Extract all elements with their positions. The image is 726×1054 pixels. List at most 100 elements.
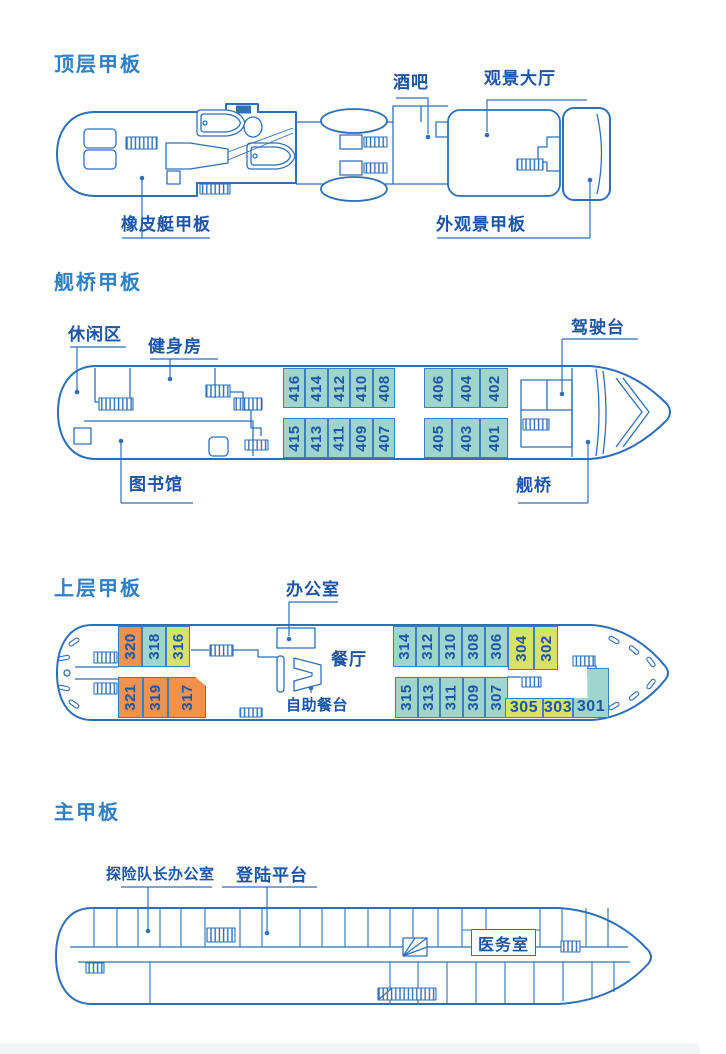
leader-dots	[74, 376, 591, 445]
main-deck-drawing	[55, 886, 652, 1005]
label-gym: 健身房	[148, 337, 202, 356]
cabin-316: 316	[166, 626, 190, 667]
leader-dots	[145, 928, 270, 936]
deck-title-bridge: 舰桥甲板	[54, 272, 142, 294]
stairs-icon	[98, 397, 134, 411]
cabin-312: 312	[416, 626, 439, 667]
cabin-411: 411	[327, 418, 351, 458]
cabin-314: 314	[393, 626, 416, 667]
stairs-icon	[93, 682, 118, 695]
bridge-deck-drawing	[57, 338, 671, 504]
stairs-icon	[244, 439, 269, 451]
spiral-stairs-icon	[402, 937, 428, 957]
cabin-416: 416	[283, 368, 306, 408]
stern-window-slits	[58, 637, 80, 709]
zodiac-boat-icon	[196, 109, 246, 137]
cabin-412: 412	[327, 368, 351, 408]
cabin-302: 302	[534, 626, 558, 670]
top-deck-drawing	[56, 97, 611, 239]
cabin-310: 310	[439, 626, 462, 667]
leader-dots	[139, 132, 593, 183]
deck-title-top: 顶层甲板	[54, 54, 142, 76]
cabin-414: 414	[305, 368, 328, 408]
label-landing-platform: 登陆平台	[236, 866, 308, 885]
label-restaurant: 餐厅	[331, 650, 367, 669]
cabin-404: 404	[452, 368, 480, 408]
leader-lines	[122, 97, 591, 239]
deck-title-upper: 上层甲板	[54, 578, 142, 600]
label-expedition-office: 探险队长办公室	[106, 866, 215, 883]
cabin-405: 405	[424, 418, 452, 458]
label-bridge: 舰桥	[516, 476, 552, 495]
stairs-icon	[206, 927, 236, 943]
cabin-415: 415	[283, 418, 306, 458]
cabin-401: 401	[480, 418, 508, 458]
bow-window-slits	[608, 635, 656, 711]
cabin-408: 408	[372, 368, 395, 408]
stairs-icon	[209, 644, 234, 657]
seat	[83, 149, 117, 170]
cabin-406: 406	[424, 368, 452, 408]
lower-room-dividers	[149, 962, 615, 1003]
leader-lines	[70, 338, 638, 504]
cabin-307: 307	[485, 677, 508, 718]
leader-lines	[121, 886, 317, 931]
label-office: 办公室	[286, 580, 340, 599]
label-zodiac-deck: 橡皮艇甲板	[121, 215, 211, 234]
label-bar: 酒吧	[393, 73, 429, 92]
page-bottom-strip	[0, 1043, 700, 1054]
cabin-318: 318	[142, 626, 166, 667]
cabin-305: 305	[505, 698, 543, 718]
label-lounge: 观景大厅	[484, 69, 556, 88]
label-library: 图书馆	[129, 475, 183, 494]
label-medical-room: 医务室	[471, 929, 536, 956]
stairs-icon	[85, 962, 105, 974]
bow-chevron	[615, 377, 643, 448]
stairs-icon	[521, 676, 542, 688]
stairs-icon	[239, 707, 263, 718]
cabin-320: 320	[118, 626, 142, 667]
cabin-409: 409	[350, 418, 373, 458]
cabin-311: 311	[440, 677, 463, 718]
cabin-319: 319	[143, 677, 168, 718]
stairs-icon	[125, 136, 158, 150]
stairs-icon	[522, 418, 550, 431]
cabin-308: 308	[462, 626, 485, 667]
label-leisure: 休闲区	[68, 325, 122, 344]
zodiac-boat-icon	[246, 142, 296, 170]
stairs-icon	[363, 136, 388, 148]
seat	[83, 128, 117, 149]
cabin-315: 315	[395, 677, 418, 718]
crane-icon	[165, 142, 229, 170]
stairs-icon	[233, 397, 263, 411]
buffet-table	[293, 657, 322, 692]
cabin-309: 309	[462, 677, 485, 718]
stairs-icon	[377, 987, 437, 1001]
funnel-bottom	[320, 176, 388, 202]
stairs-icon	[363, 162, 388, 174]
cabin-317: 317	[168, 677, 206, 718]
cabin-407: 407	[372, 418, 395, 458]
office-room	[276, 627, 316, 649]
label-wheelhouse: 驾驶台	[571, 318, 625, 337]
cabin-413: 413	[305, 418, 328, 458]
stairs-icon	[560, 940, 581, 953]
label-buffet: 自助餐台	[286, 697, 349, 714]
funnel-top	[320, 108, 388, 134]
stairs-icon	[199, 183, 231, 195]
stairs-icon	[205, 384, 231, 398]
bow-chevron	[622, 377, 650, 448]
outer-viewing-deck	[562, 107, 611, 201]
upper-room-dividers	[93, 908, 609, 947]
cabin-410: 410	[350, 368, 373, 408]
cabin-303: 303	[543, 698, 573, 718]
observation-hall	[447, 109, 561, 197]
cabin-306: 306	[485, 626, 508, 667]
cabin-313: 313	[417, 677, 440, 718]
leader-dots	[286, 636, 314, 691]
buffet-counter	[276, 655, 285, 693]
stairs-icon	[93, 651, 118, 664]
label-outer-deck: 外观景甲板	[436, 215, 526, 234]
